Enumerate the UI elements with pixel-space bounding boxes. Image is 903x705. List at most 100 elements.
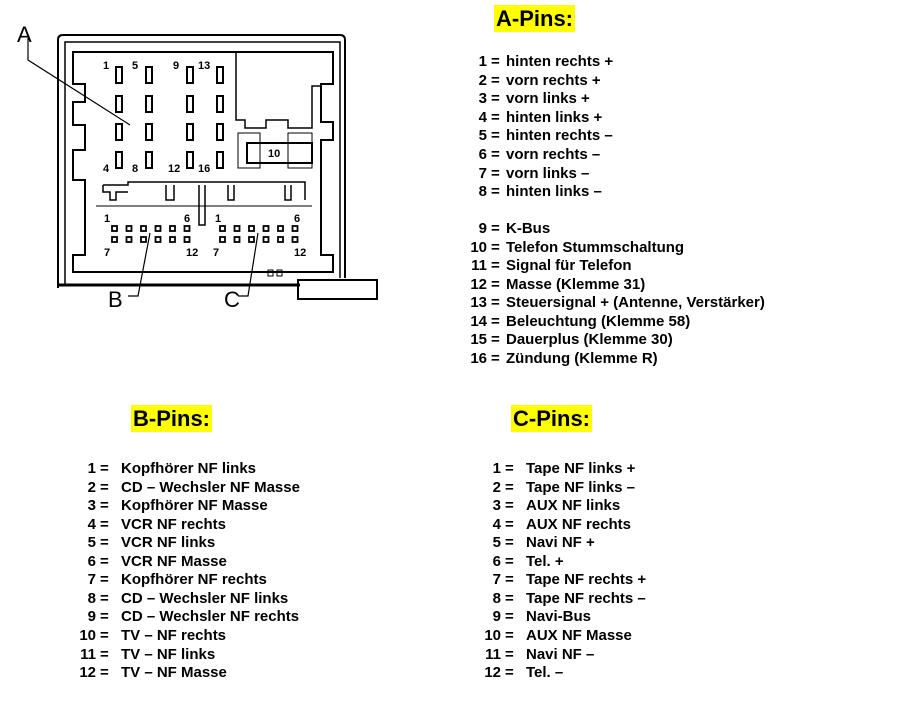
b-pin-label: 12 [186, 247, 198, 259]
pin-description: vorn rechts – [506, 146, 601, 163]
label-c: C [224, 287, 240, 312]
pin-number: 8 [478, 183, 487, 201]
pin-description: TV – NF Masse [121, 664, 227, 682]
pin-number: 1 [87, 460, 96, 477]
c-pin-label: 7 [213, 247, 219, 259]
pin-row: 2=CD – Wechsler NF Masse [0, 479, 903, 497]
c-pin-label: 12 [294, 247, 306, 259]
a-pin-label: 9 [173, 60, 179, 72]
a-pin-label: 8 [132, 163, 138, 175]
a-pin-slot [186, 95, 194, 113]
pin-description: K-Bus [506, 220, 551, 237]
a-pin-slot [145, 95, 153, 113]
pin-description: CD – Wechsler NF Masse [121, 478, 300, 496]
pin-description: Navi NF – [526, 645, 595, 663]
equals-sign: = [100, 515, 109, 533]
equals-sign: = [505, 589, 514, 607]
a-pin-slot [115, 95, 123, 113]
pin-row: 12=Tel. – [0, 664, 903, 682]
connector-inner-frame [72, 51, 334, 273]
pin-number: 7 [87, 571, 96, 589]
pin-row: 3=Kopfhörer NF Masse [0, 497, 903, 515]
pin-description: Beleuchtung (Klemme 58) [506, 312, 691, 330]
pin-number: 4 [492, 515, 501, 533]
c-pin-slot [277, 225, 284, 232]
pin-number: 11 [485, 645, 501, 663]
equals-sign: = [505, 515, 514, 533]
pin-number: 3 [478, 90, 487, 108]
pin-description: hinten links + [506, 108, 603, 126]
pin-number: 9 [492, 608, 501, 626]
pin-description: VCR NF Masse [121, 552, 227, 570]
a-pin-label: 10 [268, 148, 280, 160]
equals-sign: = [491, 183, 500, 201]
b-pin-slot [154, 236, 162, 243]
b-pin-slot [183, 225, 191, 232]
pin-row: 11 = Navi NF – [0, 646, 903, 664]
pin-description: CD – Wechsler NF rechts [121, 608, 300, 626]
pin-row: 16=Zündung (Klemme R) [0, 350, 903, 368]
pin-description: VCR NF rechts [121, 515, 227, 533]
equals-sign: = [505, 664, 514, 682]
equals-sign: = [100, 626, 109, 644]
equals-sign: = [505, 626, 514, 644]
pin-number: 12 [470, 275, 487, 293]
equals-sign: = [491, 349, 500, 367]
equals-sign: = [491, 108, 500, 126]
equals-sign: = [505, 534, 514, 552]
c-pin-slot [219, 225, 226, 232]
pin-number: 6 [478, 146, 487, 163]
pin-number: 16 [470, 349, 487, 367]
b-pin-slot [169, 236, 176, 243]
pin-row: 1=Kopfhörer NF links [0, 460, 903, 478]
equals-sign: = [491, 331, 500, 348]
equals-sign: = [100, 460, 109, 477]
equals-sign: = [491, 257, 500, 274]
pin-row: 5=hinten rechts – [0, 127, 903, 145]
pin-number: 7 [478, 164, 487, 182]
b-pin-slot [154, 225, 162, 232]
c-pin-slot [248, 236, 255, 243]
pin-row: 13=Steuersignal + (Antenne, Verstärker) [0, 294, 903, 312]
pin-number: 8 [87, 589, 96, 607]
b-pin-label: 6 [184, 213, 190, 225]
pin-row: 3=vorn links + [0, 90, 903, 108]
pin-number: 10 [470, 238, 487, 256]
pin-number: 7 [492, 571, 501, 589]
pointer-line-c [238, 232, 259, 297]
equals-sign: = [505, 460, 514, 477]
pin-row: 9=CD – Wechsler NF rechts [0, 608, 903, 626]
a-pin-label: 4 [103, 163, 110, 175]
pin-description: vorn links – [506, 164, 590, 182]
equals-sign: = [491, 53, 500, 70]
c-pin-slot [233, 236, 241, 243]
c-pin-slot [291, 236, 299, 243]
equals-sign: = [100, 645, 109, 663]
pin-description: AUX NF links [526, 497, 621, 515]
pin-description: Tel. + [526, 552, 564, 570]
pin-description: VCR NF links [121, 534, 216, 552]
pin-description: Tel. – [526, 664, 564, 682]
pin-row: 7=vorn links – [0, 165, 903, 183]
b-pin-slot [140, 236, 147, 243]
c-pin-slot [219, 236, 226, 243]
pin-row: 2=Tape NF links – [0, 479, 903, 497]
pin-row: 6=vorn rechts – [0, 146, 903, 164]
a-pin-slot [145, 151, 153, 169]
equals-sign: = [491, 71, 500, 89]
a-pins-title: A-Pins: [494, 5, 575, 32]
pin-number: 2 [478, 71, 487, 89]
pin-description: Navi-Bus [526, 608, 592, 626]
pin-number: 15 [470, 331, 487, 348]
pin-description: vorn rechts + [506, 71, 601, 89]
c-pin-slot [248, 225, 255, 232]
pin-row: 10=Telefon Stummschaltung [0, 239, 903, 257]
a-pin-slot [145, 66, 153, 84]
pin-description: vorn links + [506, 90, 590, 108]
pin-number: 10 [484, 626, 501, 644]
equals-sign: = [491, 220, 500, 237]
equals-sign: = [100, 552, 109, 570]
pin-number: 2 [87, 478, 96, 496]
